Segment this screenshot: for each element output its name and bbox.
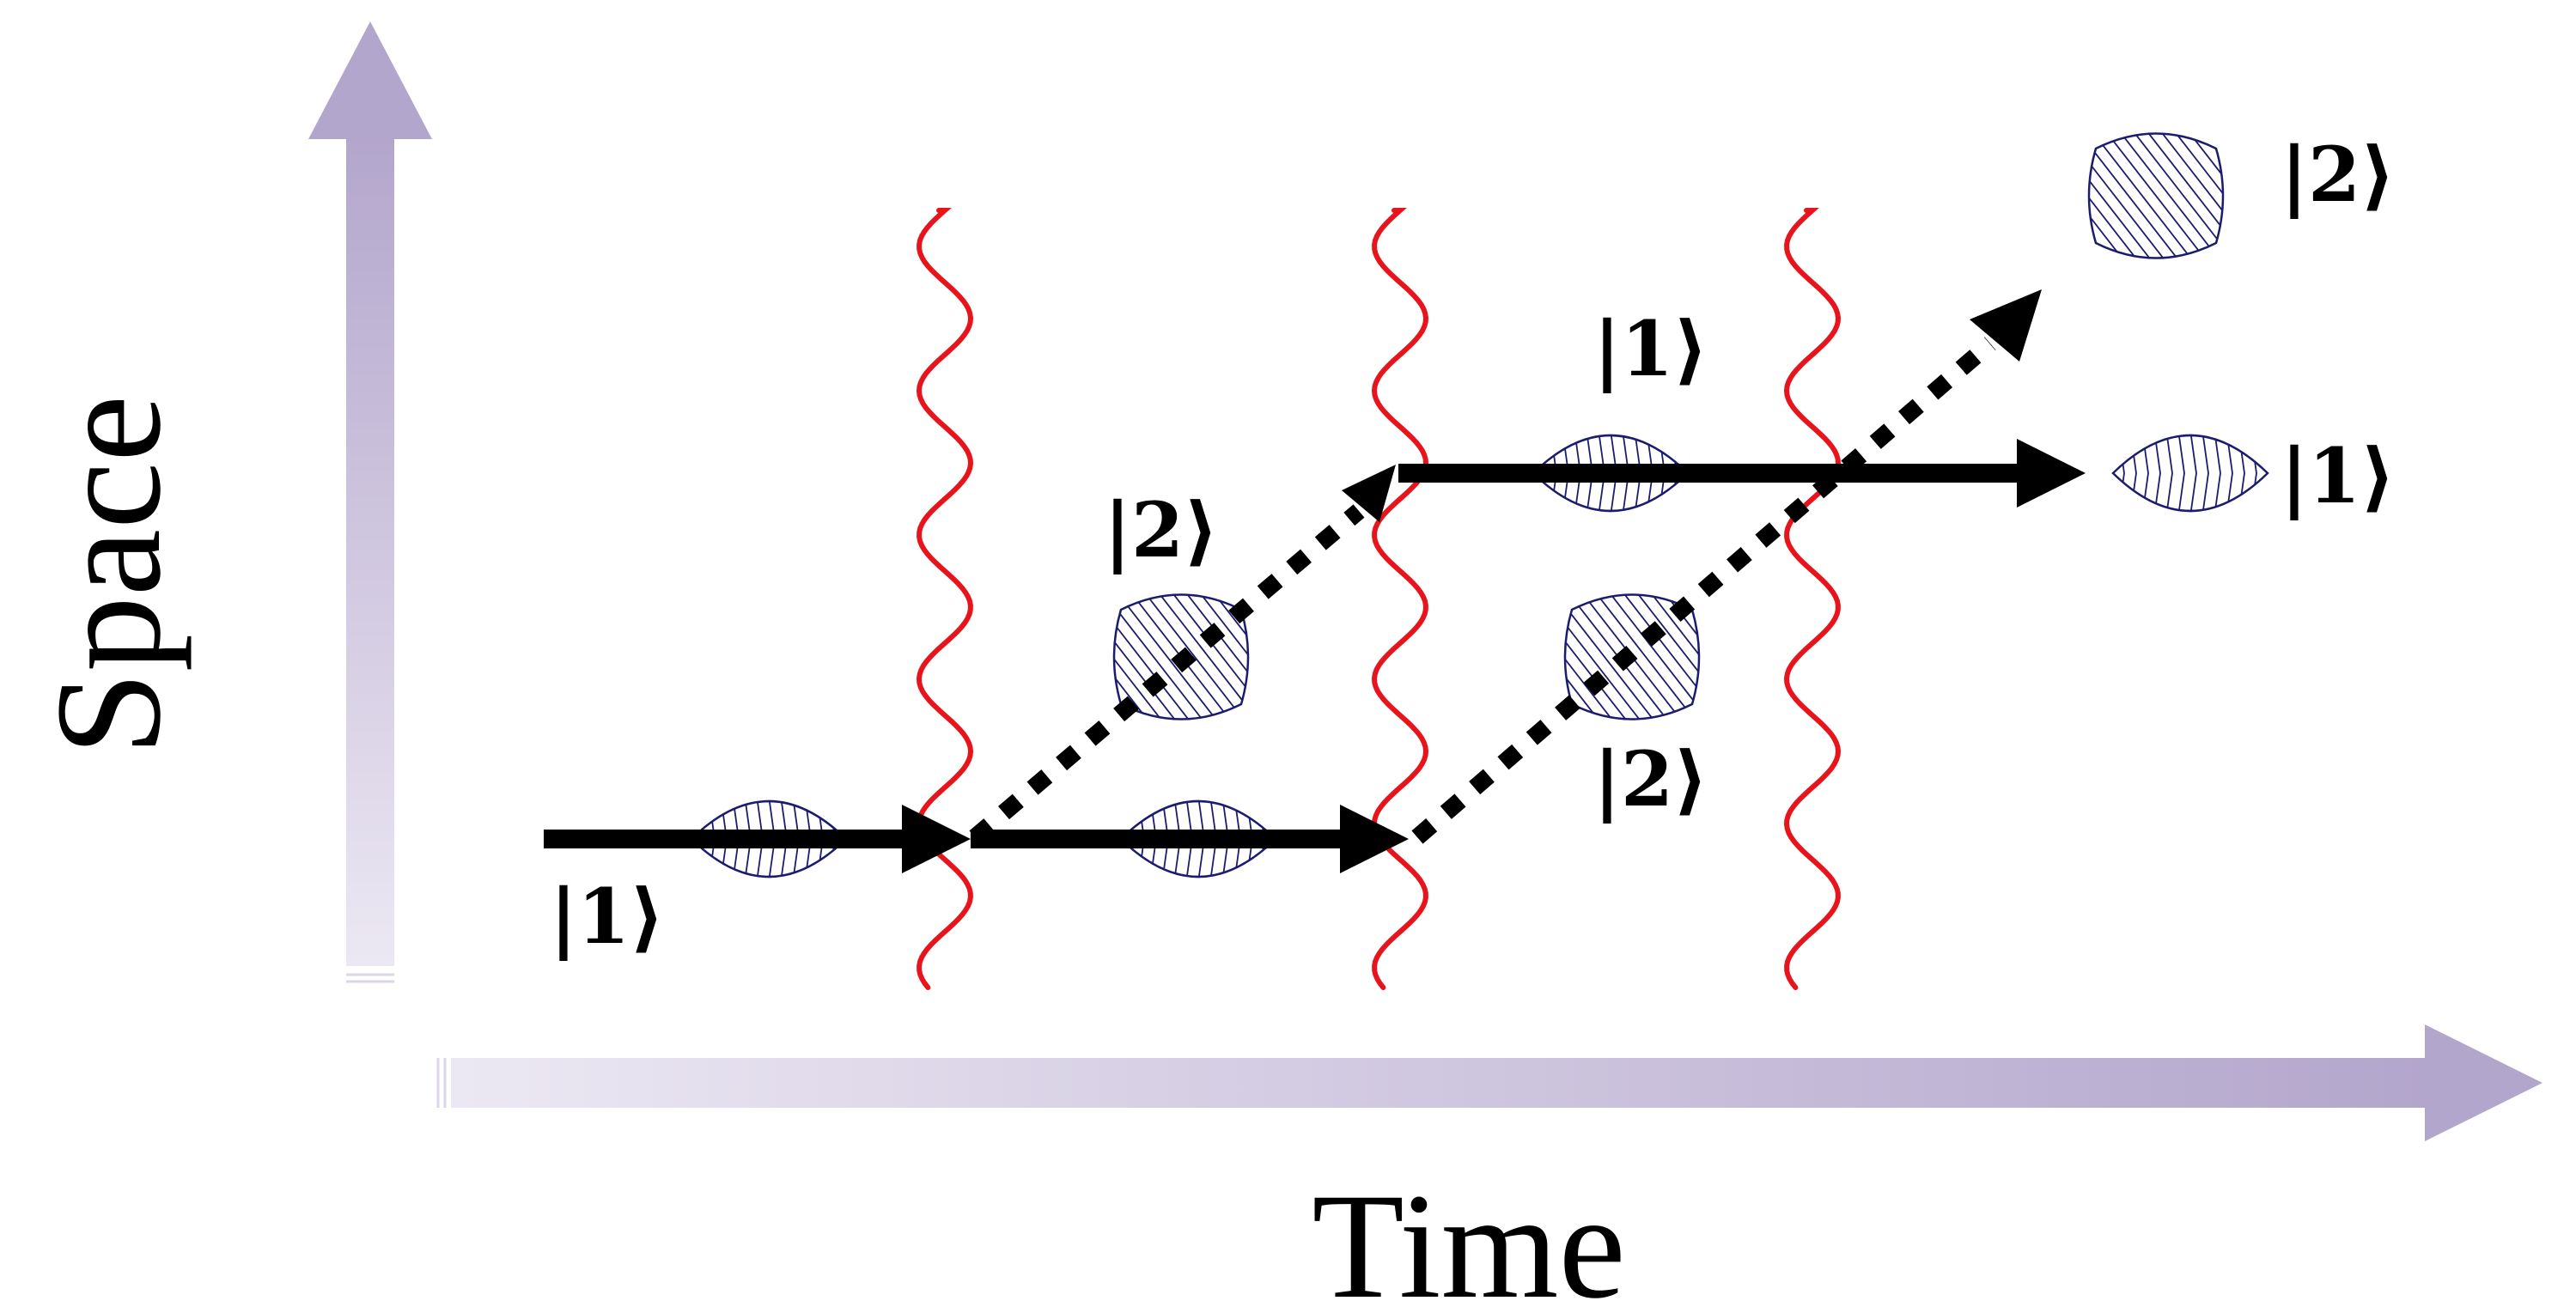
ket-label: |2⟩ <box>1593 734 1708 824</box>
arrowhead-5 <box>1970 289 2042 362</box>
arrowhead-3 <box>2017 439 2086 508</box>
arrowhead-4 <box>1342 465 1396 522</box>
state-2-paths <box>969 337 1996 844</box>
space-axis-arrow <box>308 21 432 983</box>
arrowhead-1 <box>902 805 971 873</box>
arrowheads-dotted <box>1342 289 2042 522</box>
laser-pulse-1 <box>916 208 974 990</box>
arrowhead-2 <box>1340 805 1409 873</box>
ket-label: |2⟩ <box>2281 130 2395 219</box>
ket-label: |1⟩ <box>2281 431 2395 520</box>
space-axis-label: Space <box>25 395 192 756</box>
laser-pulse-3 <box>1783 208 1842 990</box>
dotted-path-1 <box>969 504 1365 844</box>
laser-pulses <box>916 208 1842 990</box>
laser-pulse-2 <box>1371 208 1429 990</box>
dotted-path-2 <box>1411 337 1996 844</box>
time-axis-label: Time <box>1312 1163 1625 1313</box>
ket-label: |1⟩ <box>550 872 664 961</box>
ket-label: |2⟩ <box>1104 485 1218 574</box>
time-axis-arrow <box>436 1024 2543 1141</box>
arrowheads-solid <box>902 439 2086 873</box>
wavepacket-state-1 <box>2111 434 2269 513</box>
ket-label: |1⟩ <box>1593 304 1708 393</box>
state-1-paths <box>544 464 2021 848</box>
